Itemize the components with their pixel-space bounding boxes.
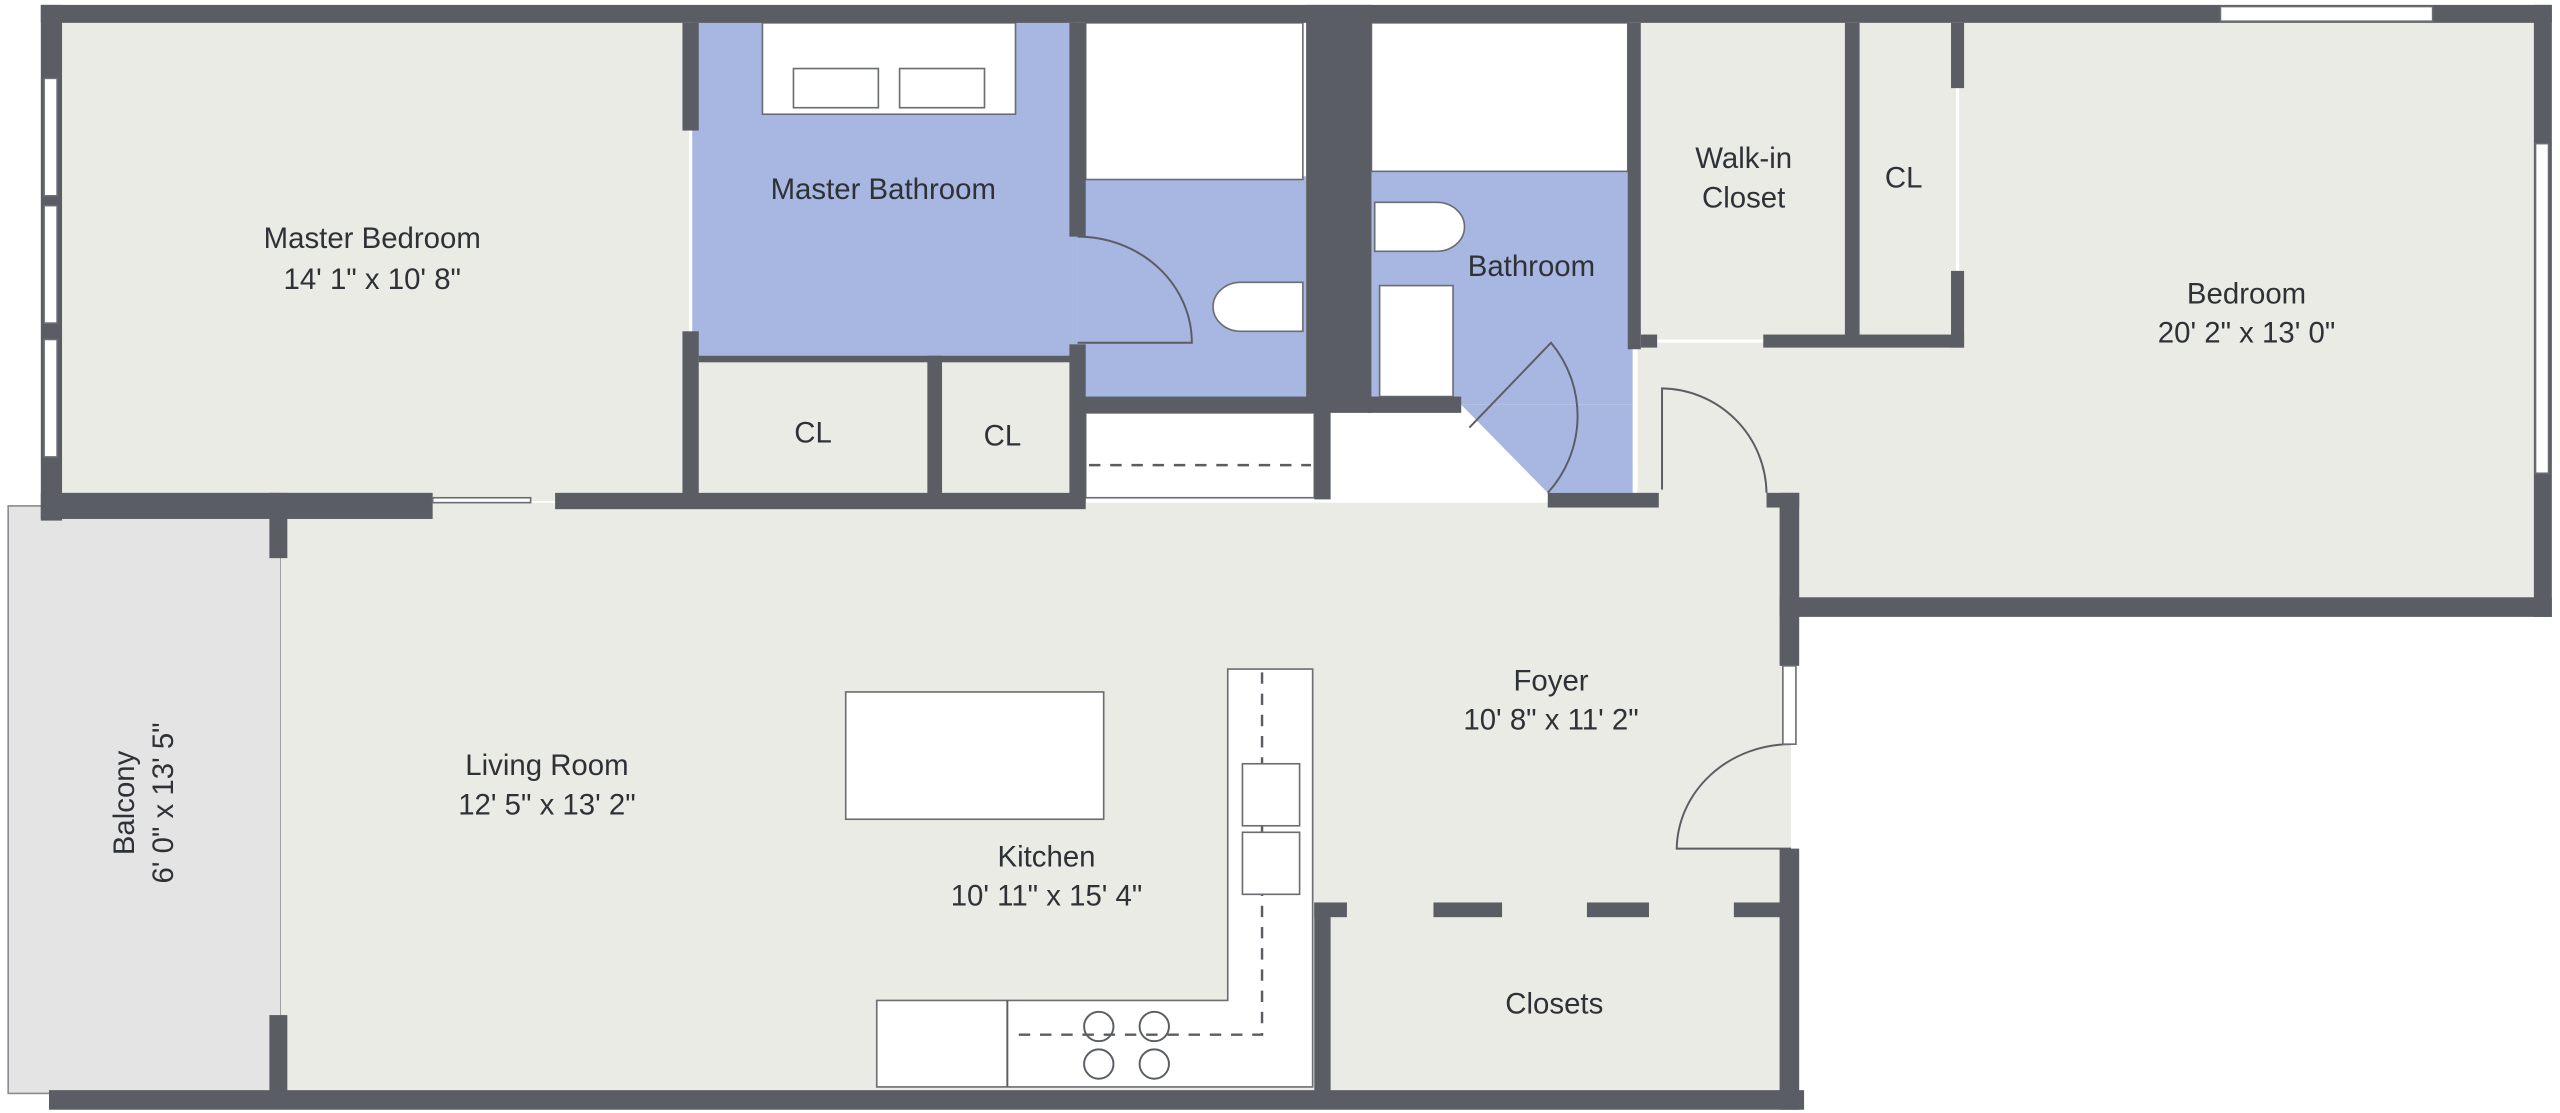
cl1-label: CL — [794, 416, 832, 449]
kitchen-size: 10' 11" x 15' 4" — [951, 880, 1143, 913]
entry-door — [1675, 743, 1792, 850]
kitchen-counter — [875, 668, 1314, 1088]
walkin-closet-label-2: Closet — [1702, 181, 1785, 214]
master-bedroom-size: 14' 1" x 10' 8" — [284, 263, 461, 296]
balcony-area — [7, 505, 282, 1095]
toilet-1 — [1212, 281, 1304, 333]
foyer-size: 10' 8" x 11' 2" — [1463, 703, 1638, 736]
cl2-label: CL — [984, 420, 1022, 453]
bathroom-door-area — [1461, 404, 1633, 493]
walkin-closet-label-1: Walk-in — [1695, 142, 1792, 175]
balcony-size: 6' 0" x 13' 5" — [147, 722, 180, 883]
bathroom-door — [1468, 341, 1579, 494]
master-bathroom-label: Master Bathroom — [771, 173, 996, 206]
kitchen-label: Kitchen — [998, 841, 1096, 874]
cl3-floor — [1857, 19, 1956, 340]
closets-label: Closets — [1505, 987, 1603, 1020]
kitchen-sink-1 — [1241, 762, 1301, 827]
kitchen-sink-2 — [1241, 831, 1301, 896]
stove — [1083, 1010, 1170, 1080]
living-room-label: Living Room — [465, 749, 628, 782]
hall-closet — [1084, 412, 1316, 499]
walkin-closet-floor — [1640, 19, 1849, 340]
master-bath-door — [1077, 235, 1193, 344]
bedroom-label: Bedroom — [2187, 278, 2306, 311]
bedroom-size: 20' 2" x 13' 0" — [2158, 317, 2335, 350]
closet-cl1-floor — [698, 359, 931, 497]
master-bedroom-floor — [58, 19, 689, 502]
shower-2 — [1370, 22, 1629, 173]
cl3-label: CL — [1885, 162, 1923, 195]
closet-cl2-floor — [940, 359, 1075, 497]
balcony-label: Balcony — [108, 750, 141, 855]
master-bedroom-label: Master Bedroom — [264, 222, 481, 255]
sink-1 — [792, 67, 880, 109]
bedroom-floor — [1959, 19, 2539, 604]
sink-2 — [898, 67, 986, 109]
living-room-size: 12' 5" x 13' 2" — [458, 788, 635, 821]
bedroom-door — [1661, 387, 1768, 493]
shower-stall — [1378, 284, 1454, 398]
closets-floor — [1325, 910, 1788, 1094]
bathroom-label: Bathroom — [1468, 250, 1595, 283]
counter-dash — [1008, 672, 1264, 1036]
shower-1 — [1084, 22, 1304, 181]
windows — [43, 5, 2550, 745]
foyer-label: Foyer — [1513, 664, 1588, 697]
toilet-2 — [1373, 201, 1466, 253]
kitchen-island — [844, 691, 1105, 821]
